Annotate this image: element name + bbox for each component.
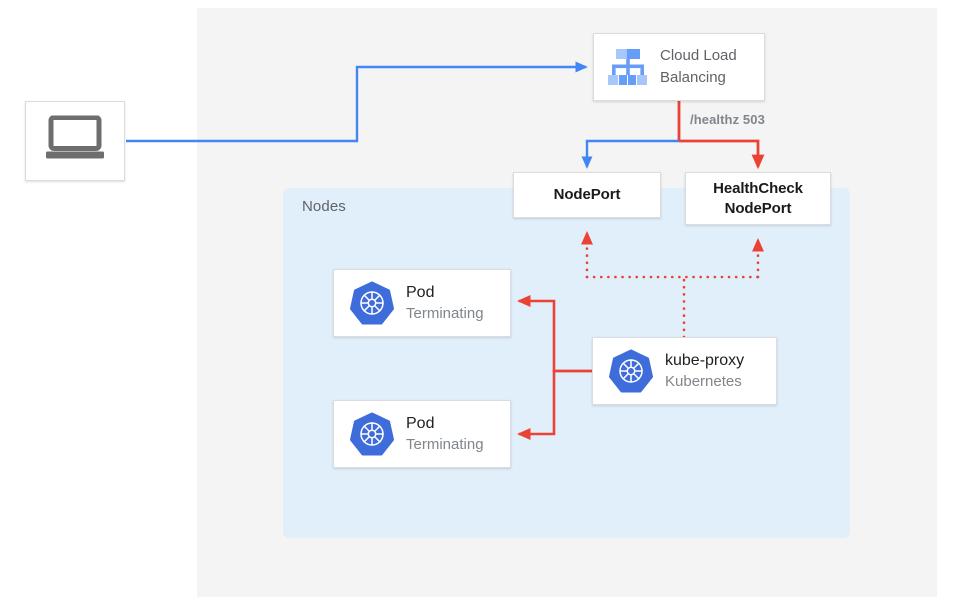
laptop-icon [43,115,107,167]
pod-node-2-status: Terminating [406,435,484,453]
healthcheck-nodeport-label-line2: NodePort [724,199,792,217]
healthcheck-nodeport-node[interactable]: HealthCheck NodePort [685,172,831,225]
nodeport-label: NodePort [553,186,621,204]
kube-proxy-subtitle: Kubernetes [665,372,742,390]
pod-node-2-title: Pod [406,415,435,433]
healthcheck-nodeport-label-line1: HealthCheck [713,180,803,198]
cloud-load-balancing-icon [606,47,650,87]
healthz-annotation-label: /healthz 503 [690,112,765,127]
kube-proxy-node[interactable]: kube-proxy Kubernetes [592,337,777,405]
client-node[interactable] [25,101,125,181]
cloud-load-balancing-label-line2: Balancing [660,69,726,86]
kubernetes-icon [609,349,653,393]
pod-node-2[interactable]: Pod Terminating [333,400,511,468]
kube-proxy-text: kube-proxy Kubernetes [665,350,744,392]
pod-node-1-title: Pod [406,284,435,302]
pod-node-1-text: Pod Terminating [406,282,484,324]
kubernetes-icon [350,412,394,456]
nodes-region-label: Nodes [302,198,346,215]
cloud-load-balancing-label: Cloud Load Balancing [660,45,737,89]
kube-proxy-title: kube-proxy [665,352,745,370]
kubernetes-icon [350,281,394,325]
nodeport-node[interactable]: NodePort [513,172,661,218]
cloud-load-balancing-node[interactable]: Cloud Load Balancing [593,33,765,101]
pod-node-1[interactable]: Pod Terminating [333,269,511,337]
healthcheck-nodeport-label: HealthCheck NodePort [713,179,803,217]
pod-node-1-status: Terminating [406,304,484,322]
cloud-load-balancing-label-line1: Cloud Load [660,47,737,65]
pod-node-2-text: Pod Terminating [406,413,484,455]
